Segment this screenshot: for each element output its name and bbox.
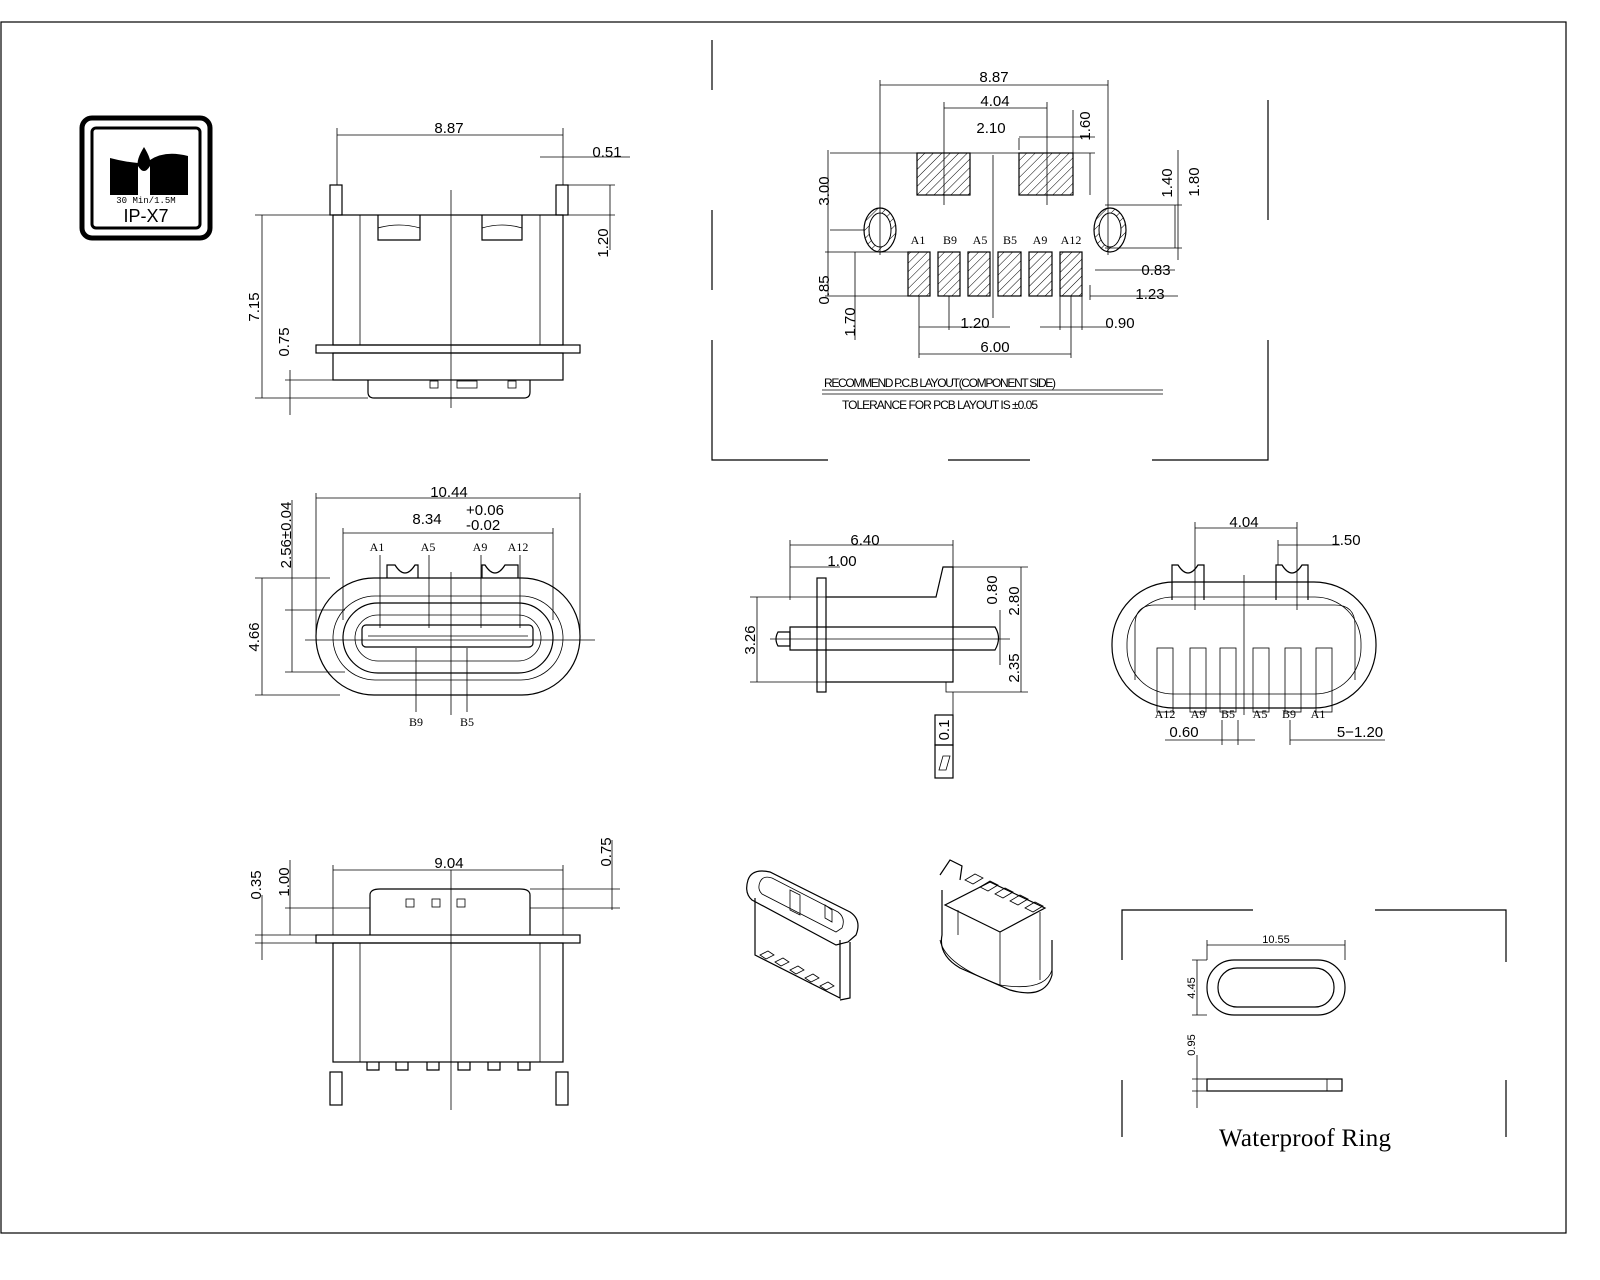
badge-rating: 30 Min/1.5M: [116, 196, 175, 206]
dim-pin-width: 0.60: [1169, 724, 1198, 741]
dim-pad-w: 0.90: [1105, 315, 1134, 332]
rear-view: 4.04 1.50 A12 A9 B5 A5 B9 A1 0.60 5−1.20: [1111, 514, 1385, 745]
dim-signal-offset: 0.85: [816, 275, 833, 304]
dim-tol-minus: -0.02: [466, 517, 500, 534]
pin-label: A9: [1033, 233, 1048, 247]
pin-label: A9: [473, 540, 488, 554]
dim-overall: 8.87: [979, 69, 1008, 86]
pin-label: A1: [370, 540, 385, 554]
dim-flange: 1.00: [827, 553, 856, 570]
dim-span: 6.00: [980, 339, 1009, 356]
pcb-layout-view: 8.87 4.04 2.10 1.60 3.00 1.40 1.80 0.83 …: [711, 40, 1269, 461]
dim-hole-h-inner: 1.40: [1159, 168, 1176, 197]
dim-span: 4.04: [1229, 514, 1258, 531]
dim-total-height: 7.15: [246, 292, 263, 321]
dim-pin-offset: 0.51: [592, 144, 621, 161]
dim-pad-offset: 3.00: [816, 176, 833, 205]
dim-ring-thickness: 0.95: [1186, 1034, 1198, 1055]
pin-label: B9: [943, 233, 957, 247]
dim-c: 2.35: [1006, 653, 1023, 682]
dim-a: 0.80: [984, 575, 1001, 604]
waterproof-ring-view: 10.55 4.45 0.95 Waterproof Ring: [1121, 909, 1507, 1152]
dim-b: 2.80: [1006, 586, 1023, 615]
dim-bottom-step: 0.75: [276, 327, 293, 356]
waterproof-ring-title: Waterproof Ring: [1219, 1125, 1392, 1152]
badge-label: IP-X7: [123, 206, 168, 226]
dim-inner-width: 8.34: [412, 511, 441, 528]
pcb-tolerance-note: TOLERANCE FOR PCB LAYOUT IS ±0.05: [842, 398, 1038, 412]
pin-label: A12: [508, 540, 529, 554]
pin-label: B5: [460, 715, 474, 729]
sheet-border: [0, 21, 1567, 1234]
dim-signal-height: 1.70: [842, 307, 859, 336]
dim-outer-width: 10.44: [430, 484, 468, 501]
dim-top: 0.75: [598, 837, 615, 866]
pin-label: A5: [421, 540, 436, 554]
dim-pad-width: 2.10: [976, 120, 1005, 137]
dim-opening: 2.56±0.04: [278, 502, 295, 569]
dim-pin-height: 1.20: [595, 228, 612, 257]
pin-label: A12: [1061, 233, 1082, 247]
side-view: 8.87 0.51 1.20 7.15 0.75: [246, 120, 630, 415]
pin-label: A9: [1191, 707, 1206, 721]
dim-tol-plus: +0.06: [466, 502, 504, 519]
dim-height: 3.26: [742, 625, 759, 654]
isometric-view-front: [746, 870, 859, 1001]
pin-label: A5: [973, 233, 988, 247]
pin-label: A1: [1311, 707, 1326, 721]
front-view: 10.44 8.34 +0.06 -0.02 4.66 2.56±0.04 A1…: [246, 484, 595, 729]
pin-label: A1: [911, 233, 926, 247]
pin-label: B9: [409, 715, 423, 729]
isometric-view-rear: [939, 859, 1053, 994]
pin-label: B9: [1282, 707, 1296, 721]
dim-length: 6.40: [850, 532, 879, 549]
dim-pitch: 1.20: [960, 315, 989, 332]
bottom-view: 9.04 0.35 1.00 0.75: [248, 837, 620, 1110]
dim-pad-span: 4.04: [980, 93, 1009, 110]
dim-flange: 0.35: [248, 870, 265, 899]
dim-hole-w-inner: 0.83: [1141, 262, 1170, 279]
pin-label: A5: [1253, 707, 1268, 721]
dim-pitch: 5−1.20: [1337, 724, 1383, 741]
dim-width: 9.04: [434, 855, 463, 872]
pin-label: B5: [1003, 233, 1017, 247]
dim-hole-h-outer: 1.80: [1186, 167, 1203, 196]
dim-ring-height: 4.45: [1186, 977, 1198, 998]
pcb-layout-title: RECOMMEND P.C.B LAYOUT(COMPONENT SIDE): [824, 376, 1056, 390]
dim-tab: 1.50: [1331, 532, 1360, 549]
ip-x7-badge: 30 Min/1.5M IP-X7: [79, 115, 213, 241]
dim-ring-width: 10.55: [1262, 934, 1290, 946]
dim-hole-w-outer: 1.23: [1135, 286, 1164, 303]
profile-view: 6.40 1.00 3.26 0.80 2.80 2.35 0.1: [742, 532, 1028, 779]
dim-width: 8.87: [434, 120, 463, 137]
flatness-tolerance: 0.1: [936, 720, 953, 741]
dim-height: 4.66: [246, 622, 263, 651]
dim-pad-height: 1.60: [1077, 111, 1094, 140]
pin-label: A12: [1155, 707, 1176, 721]
pin-label: B5: [1221, 707, 1235, 721]
dim-step: 1.00: [276, 867, 293, 896]
